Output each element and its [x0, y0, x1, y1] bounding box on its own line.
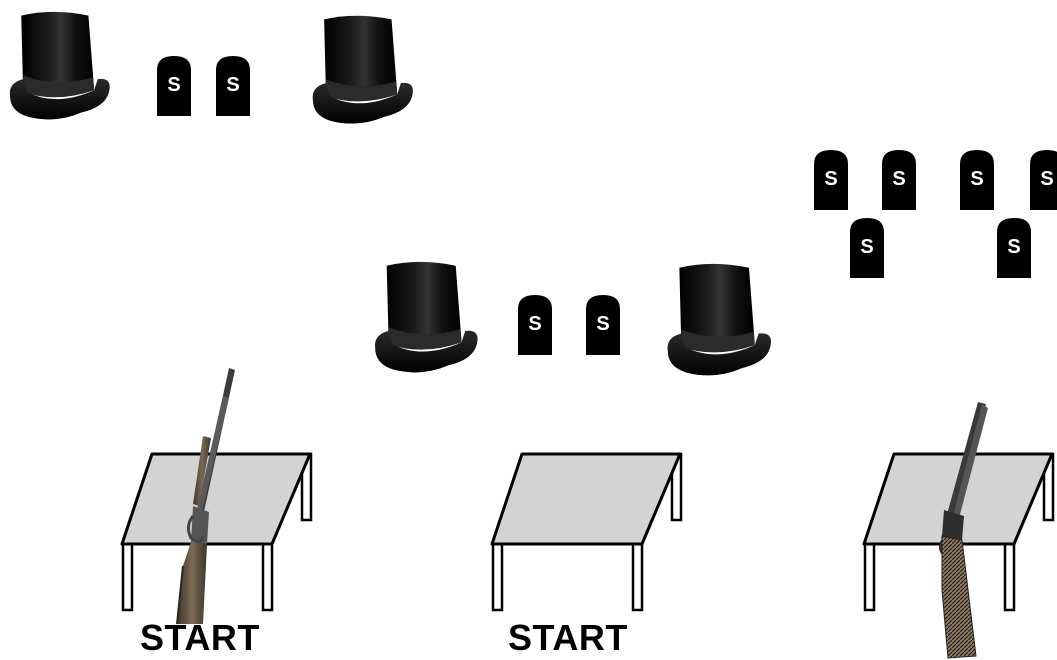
- top-hat-icon: [371, 260, 481, 375]
- start-label-middle: START: [508, 617, 628, 658]
- table-icon: [490, 452, 685, 612]
- top-hat-icon: [311, 10, 414, 130]
- tombstone-s-icon: S: [960, 150, 994, 210]
- tombstone-s-icon: S: [157, 56, 191, 116]
- tombstone-letter: S: [1007, 236, 1020, 258]
- rifle-icon: [163, 366, 243, 626]
- tombstone-letter: S: [860, 236, 873, 258]
- tombstone-s-icon: S: [518, 295, 552, 355]
- tombstone-s-icon: S: [814, 150, 848, 210]
- top-hat-icon: [664, 262, 774, 378]
- tombstone-s-icon: S: [1030, 150, 1057, 210]
- shotgun-icon: [920, 400, 1000, 660]
- tombstone-letter: S: [528, 313, 541, 335]
- tombstone-s-icon: S: [850, 218, 884, 278]
- start-label-left: START: [140, 617, 260, 658]
- top-hat-icon: [8, 10, 111, 122]
- tombstone-letter: S: [824, 168, 837, 190]
- tombstone-letter: S: [167, 74, 180, 96]
- tombstone-s-icon: S: [882, 150, 916, 210]
- tombstone-letter: S: [892, 168, 905, 190]
- tombstone-s-icon: S: [586, 295, 620, 355]
- tombstone-letter: S: [226, 74, 239, 96]
- tombstone-s-icon: S: [997, 218, 1031, 278]
- tombstone-letter: S: [970, 168, 983, 190]
- tombstone-s-icon: S: [216, 56, 250, 116]
- tombstone-letter: S: [596, 313, 609, 335]
- tombstone-letter: S: [1040, 168, 1053, 190]
